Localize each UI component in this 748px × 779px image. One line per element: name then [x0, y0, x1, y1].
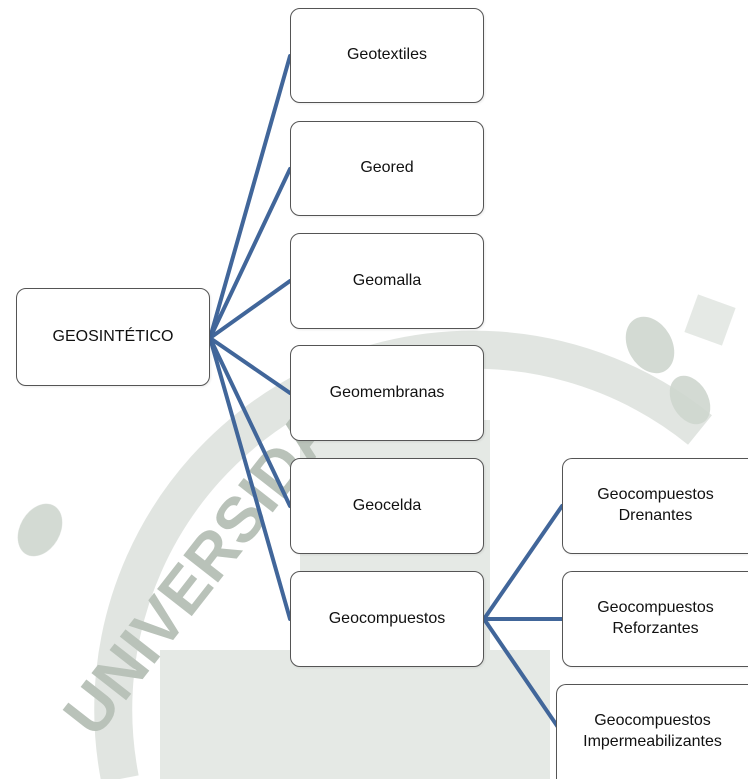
node-geocompuestos-impermeabilizantes: Geocompuestos Impermeabilizantes: [556, 684, 748, 779]
node-geomalla: Geomalla: [290, 233, 484, 329]
node-geomalla-label: Geomalla: [352, 271, 422, 289]
node-geocompuestos-label: Geocompuestos: [328, 609, 446, 627]
impermeabilizantes-line1: Geocompuestos: [594, 712, 711, 730]
connector-root-geocompuestos: [208, 336, 292, 621]
drenantes-line2: Drenantes: [618, 507, 693, 524]
connector-root-geored: [208, 167, 292, 340]
reforzantes-line2: Reforzantes: [612, 620, 699, 637]
connector-root-geotextiles: [208, 54, 292, 340]
node-geored: Geored: [290, 121, 484, 216]
connector-root-geocelda: [208, 336, 292, 508]
node-geotextiles-label: Geotextiles: [346, 46, 428, 64]
impermeabilizantes-line2: Impermeabilizantes: [583, 733, 722, 750]
connector-root-geomembranas: [208, 336, 292, 395]
reforzantes-line1: Geocompuestos: [597, 599, 714, 617]
node-geocelda: Geocelda: [290, 458, 484, 554]
node-geocelda-label: Geocelda: [352, 496, 422, 514]
node-geomembranas-label: Geomembranas: [329, 383, 445, 401]
node-geocompuestos-drenantes: Geocompuestos Drenantes: [562, 458, 748, 554]
node-geomembranas: Geomembranas: [290, 345, 484, 441]
drenantes-line1: Geocompuestos: [597, 486, 714, 504]
connector-root-geomalla: [208, 279, 292, 340]
node-geored-label: Geored: [360, 159, 414, 177]
connector-geocompuestos-impermeabilizantes: [482, 617, 564, 735]
root-node: GEOSINTÉTICO: [16, 288, 210, 386]
connector-geocompuestos-drenantes: [482, 504, 564, 621]
root-node-label: GEOSINTÉTICO: [52, 327, 174, 345]
node-geocompuestos-reforzantes: Geocompuestos Reforzantes: [562, 571, 748, 667]
node-geocompuestos: Geocompuestos: [290, 571, 484, 667]
node-geotextiles: Geotextiles: [290, 8, 484, 103]
